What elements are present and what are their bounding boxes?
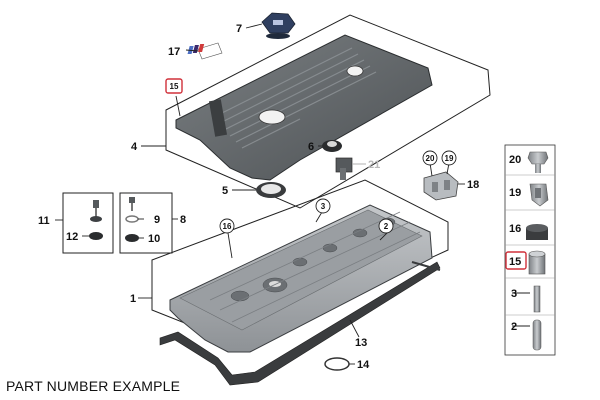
- callout-14: 14: [357, 359, 370, 371]
- svg-text:16: 16: [223, 222, 232, 231]
- o-ring-14: [324, 357, 350, 371]
- svg-text:15: 15: [509, 256, 521, 268]
- svg-text:2: 2: [384, 222, 389, 231]
- svg-text:20: 20: [426, 154, 435, 163]
- gasket-13-edge: [411, 261, 441, 271]
- circled-callout-20: 20: [422, 150, 438, 166]
- legend-label-2: 2: [511, 321, 517, 333]
- oil-filler-cap: [261, 12, 296, 39]
- callout-21: 21: [368, 159, 380, 171]
- clip-icon: [529, 183, 549, 207]
- caption: PART NUMBER EXAMPLE: [6, 378, 181, 394]
- callout-9: 9: [154, 214, 160, 226]
- bolt-11: [90, 200, 102, 222]
- box-8-9-10: [119, 192, 173, 254]
- bolt-8: [129, 197, 135, 211]
- pin-icon: [532, 319, 542, 351]
- callout-17: 17: [168, 46, 180, 58]
- legend-label-3: 3: [511, 288, 517, 300]
- legend-label-16: 16: [509, 223, 521, 235]
- svg-text:3: 3: [321, 202, 326, 211]
- bolt-icon: [527, 151, 549, 173]
- callout-1: 1: [130, 293, 136, 305]
- grommet-10: [125, 234, 139, 242]
- legend-label-20: 20: [509, 154, 521, 166]
- sensor-21: [335, 157, 353, 180]
- callout-8: 8: [180, 214, 186, 226]
- callout-4: 4: [131, 141, 138, 153]
- callout-11: 11: [38, 215, 50, 227]
- callout-7: 7: [236, 23, 242, 35]
- grommet-12: [89, 232, 103, 240]
- circled-callout-3: 3: [315, 198, 331, 214]
- svg-text:15: 15: [170, 82, 179, 91]
- grommet-icon: [526, 224, 548, 240]
- gasket-13: [159, 261, 441, 386]
- legend-dividers: [505, 174, 555, 316]
- legend-frame: [504, 144, 556, 356]
- legend-highlight-15: 15: [505, 251, 527, 270]
- callout-5: 5: [222, 185, 228, 197]
- seal-ring-5: [256, 182, 286, 198]
- circled-callout-19: 19: [441, 150, 457, 166]
- cover-plate: [208, 99, 228, 137]
- sleeve-icon: [528, 250, 546, 275]
- bracket-18: [423, 171, 459, 201]
- leader-lines: [55, 23, 530, 365]
- callout-18: 18: [467, 179, 479, 191]
- stud-icon: [533, 285, 541, 313]
- cover-hole-front: [258, 109, 286, 125]
- callout-6: 6: [308, 141, 314, 153]
- callout-13: 13: [355, 337, 367, 349]
- head-group-frame: [151, 179, 449, 346]
- cover-hole-rear: [346, 65, 364, 77]
- callout-12: 12: [66, 231, 78, 243]
- cylinder-head-cover: [169, 204, 433, 353]
- svg-text:19: 19: [445, 154, 454, 163]
- legend-label-19: 19: [509, 187, 521, 199]
- circled-callout-2: 2: [378, 218, 394, 234]
- circled-callout-16: 16: [219, 218, 235, 234]
- engine-cover: [175, 34, 433, 181]
- callout-10: 10: [148, 233, 160, 245]
- cover-group-frame: [165, 14, 491, 209]
- grommet-6: [322, 140, 342, 152]
- box-11-12: [62, 192, 114, 254]
- highlight-callout-15: 15: [165, 78, 183, 94]
- washer-9: [125, 215, 139, 223]
